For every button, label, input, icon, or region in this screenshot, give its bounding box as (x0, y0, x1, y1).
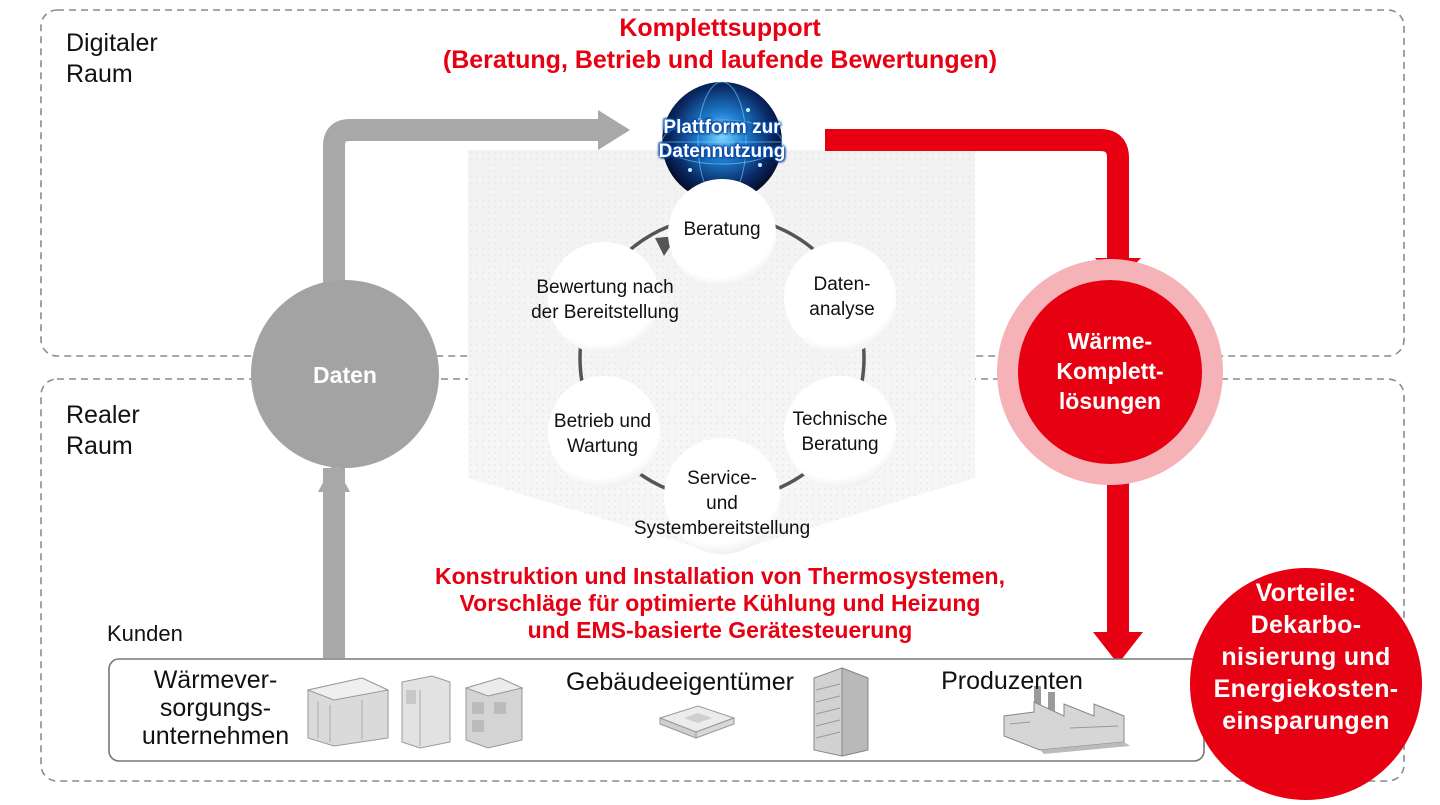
waerme-label-line3: lösungen (1058, 388, 1162, 414)
cycle-label-technische-beratung: Technische Beratung (765, 407, 915, 457)
office-building-icon (813, 667, 869, 757)
cycle-node-bewertung (548, 242, 660, 354)
waerme-label: Wärme- Komplett- lösungen (1025, 326, 1195, 416)
real-space-label-line2: Raum (66, 432, 133, 460)
cycle-label-datenanalyse-line2: analyse (809, 299, 875, 320)
benefits-label: Vorteile: Dekarbo- nisierung und Energie… (1192, 577, 1420, 737)
cycle-label-technische-line2: Beratung (801, 434, 879, 455)
waerme-label-line2: Komplett- (1056, 358, 1164, 384)
benefits-label-line1: Vorteile: (1255, 579, 1357, 607)
cycle-label-bewertung-line1: Bewertung nach (536, 277, 674, 298)
waerme-label-line1: Wärme- (1067, 328, 1153, 354)
customer-utilities-line1: Wärmever- (153, 666, 278, 694)
top-title-line1: Komplettsupport (619, 14, 821, 42)
data-circle (251, 280, 439, 468)
cycle-label-service-line2: und (706, 493, 738, 514)
platform-label-line1: Plattform zur (663, 117, 781, 138)
cycle-label-bewertung: Bewertung nach der Bereitstellung (510, 275, 700, 325)
cycle-node-datenanalyse (784, 242, 896, 354)
cooling-tower-icon (464, 677, 524, 749)
cycle-label-betrieb-line2: Wartung (566, 436, 639, 457)
customer-owners-label: Gebäudeeigentümer (566, 668, 794, 696)
real-space-label-line1: Realer (66, 401, 140, 429)
benefits-label-line5: einsparungen (1222, 707, 1390, 735)
benefits-label-line2: Dekarbo- (1250, 611, 1362, 639)
benefits-circle (1190, 568, 1422, 800)
customer-utilities-line2: sorgungs- (159, 694, 272, 722)
chiller-cabinet-icon (401, 675, 451, 749)
digital-space-label-line2: Raum (66, 60, 133, 88)
digital-space-label-line1: Digitaler (66, 29, 158, 57)
cycle-label-service-line3: Systembereitstellung (633, 518, 811, 539)
digital-space-box (40, 9, 1405, 357)
cycle-node-technische-beratung (784, 376, 896, 488)
cycle-label-datenanalyse-line1: Daten- (813, 274, 871, 295)
cycle-node-beratung (668, 179, 776, 287)
top-title-line2: (Beratung, Betrieb und laufende Bewertun… (442, 46, 998, 74)
digital-space-label: Digitaler Raum (66, 28, 158, 90)
benefits-label-line4: Energiekosten- (1213, 675, 1399, 703)
cycle-label-datenanalyse: Daten- analyse (772, 272, 912, 322)
construction-text-line1: Konstruktion und Installation von Thermo… (435, 563, 1005, 589)
real-space-label: Realer Raum (66, 400, 140, 462)
top-title: Komplettsupport (Beratung, Betrieb und l… (380, 12, 1060, 76)
cycle-label-service: Service- und Systembereitstellung (607, 466, 837, 541)
cycle-label-service-line1: Service- (687, 468, 757, 489)
customer-utilities-line3: unternehmen (141, 722, 290, 750)
ceiling-cassette-icon (658, 705, 736, 739)
construction-text-line3: und EMS-basierte Gerätesteuerung (527, 617, 913, 643)
factory-icon (1003, 686, 1130, 754)
waerme-circle (1018, 280, 1202, 464)
solution-arrowhead-lower (1093, 632, 1143, 664)
customer-utilities-label: Wärmever- sorgungs- unternehmen (128, 666, 303, 750)
benefits-label-line3: nisierung und (1221, 643, 1391, 671)
cycle-label-beratung: Beratung (683, 219, 761, 240)
data-upflow-arrowhead-mid (318, 462, 350, 492)
data-upflow-arrowhead-top (598, 110, 630, 150)
customers-title: Kunden (107, 621, 183, 646)
platform-label: Plattform zur Datennutzung (622, 116, 822, 164)
customer-producers-label: Produzenten (941, 667, 1083, 695)
platform-label-line2: Datennutzung (658, 141, 786, 162)
cycle-label-technische-line1: Technische (792, 409, 888, 430)
cycle-label-betrieb-line1: Betrieb und (553, 411, 652, 432)
construction-text: Konstruktion und Installation von Thermo… (340, 563, 1100, 644)
heat-pump-unit-icon (306, 677, 390, 747)
cycle-label-bewertung-line2: der Bereitstellung (531, 302, 679, 323)
data-circle-label: Daten (313, 362, 377, 388)
solution-downflow-arrow (825, 129, 1129, 262)
construction-text-line2: Vorschläge für optimierte Kühlung und He… (459, 590, 981, 616)
cycle-node-betrieb (548, 376, 660, 488)
cycle-label-betrieb: Betrieb und Wartung (530, 409, 675, 459)
cycle-node-service (664, 438, 780, 554)
